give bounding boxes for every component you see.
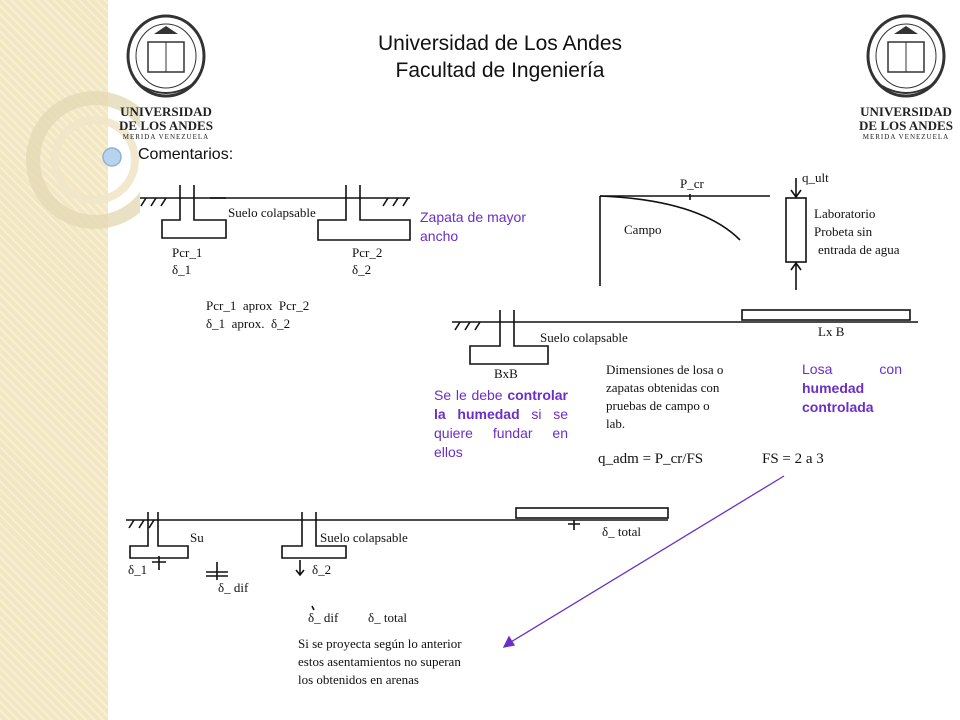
note-losa-bold: humedad controlada — [802, 380, 874, 415]
logo-line-2: DE LOS ANDES — [119, 118, 213, 133]
diagram3-soil-label: Suelo colapsable — [540, 330, 628, 345]
diagram1-comparison-delta: δ_1 aprox. δ_2 — [206, 316, 291, 331]
page-title: Universidad de Los Andes Facultad de Ing… — [300, 30, 700, 84]
diagram4-delta-dif: δ_ dif — [218, 580, 249, 595]
note-control-bold: controlar la humedad — [434, 387, 568, 422]
diagram-4-settlements — [126, 507, 669, 611]
diagram3-fs: FS = 2 a 3 — [762, 451, 824, 467]
purple-arrow — [502, 475, 785, 648]
diagram4-conclusion-2: estos asentamientos no superan — [298, 654, 461, 669]
diagram1-delta1: δ_1 — [172, 262, 192, 277]
university-seal-icon — [126, 14, 206, 98]
diagram-3-footing-slab — [452, 309, 918, 365]
diagram4-conclusion-1: Si se proyecta según lo anterior — [298, 636, 462, 651]
diagram3-dim-2: zapatas obtenidas con — [606, 380, 720, 395]
logo-line-3: MERIDA VENEZUELA — [122, 133, 210, 141]
diagram2-lab-2: Probeta sin — [814, 224, 873, 239]
university-name: Universidad de Los Andes — [378, 32, 622, 55]
logo-line-3: MERIDA VENEZUELA — [862, 133, 950, 141]
decorative-circles — [26, 91, 140, 229]
logo-line-1: UNIVERSIDAD — [860, 104, 952, 119]
diagram1-pcr1: Pcr_1 — [172, 245, 203, 260]
diagram4-delta-dif-2: δ_ dif — [308, 610, 339, 625]
diagram2-lab-3: entrada de agua — [818, 242, 900, 257]
diagram4-delta1: δ_1 — [128, 562, 148, 577]
comentarios-label: Comentarios: — [138, 146, 234, 163]
note-losa-pre: Losa con — [802, 361, 902, 377]
diagram4-delta-total-2: δ_ total — [368, 610, 407, 625]
diagram4-conclusion-3: los obtenidos en arenas — [298, 672, 419, 687]
diagram2-campo: Campo — [624, 222, 662, 237]
university-logo-left: UNIVERSIDAD DE LOS ANDES MERIDA VENEZUEL… — [118, 12, 214, 141]
note-losa: Losa con humedad controlada — [802, 360, 902, 417]
logo-line-1: UNIVERSIDAD — [120, 104, 212, 119]
diagram2-pcr: P_cr — [680, 176, 704, 191]
diagram1-soil-label: Suelo colapsable — [228, 205, 316, 220]
diagram2-lab-1: Laboratorio — [814, 206, 876, 221]
diagram-2-field-lab — [599, 178, 807, 290]
diagram4-delta2: δ_2 — [312, 562, 332, 577]
diagram4-soil-label: Suelo colapsable — [320, 530, 408, 545]
diagram3-dim-1: Dimensiones de losa o — [606, 362, 724, 377]
university-seal-icon — [866, 14, 946, 98]
diagram3-bxb: BxB — [494, 366, 518, 381]
note-zapata: Zapata de mayor ancho — [420, 209, 526, 244]
note-control-pre: Se le debe — [434, 387, 503, 403]
diagram4-delta-total: δ_ total — [602, 524, 641, 539]
faculty-name: Facultad de Ingeniería — [395, 59, 605, 82]
diagram2-qult: q_ult — [802, 170, 829, 185]
diagram3-dim-3: pruebas de campo o — [606, 398, 710, 413]
diagram-1-footings — [140, 185, 411, 241]
note-control-humedad: Se le debe controlar la humedad si se qu… — [434, 386, 568, 462]
diagram4-su: Su — [190, 530, 204, 545]
diagram1-comparison-pcr: Pcr_1 aprox Pcr_2 — [206, 298, 310, 313]
diagram3-qadm: q_adm = P_cr/FS — [598, 451, 704, 467]
diagram3-lxb: Lx B — [818, 324, 845, 339]
logo-line-2: DE LOS ANDES — [859, 118, 953, 133]
diagram1-delta2: δ_2 — [352, 262, 372, 277]
university-logo-right: UNIVERSIDAD DE LOS ANDES MERIDA VENEZUEL… — [858, 12, 954, 141]
diagram3-dim-4: lab. — [606, 416, 626, 431]
diagram1-pcr2: Pcr_2 — [352, 245, 383, 260]
note-control-post: si se quiere fundar en ellos — [434, 406, 568, 460]
